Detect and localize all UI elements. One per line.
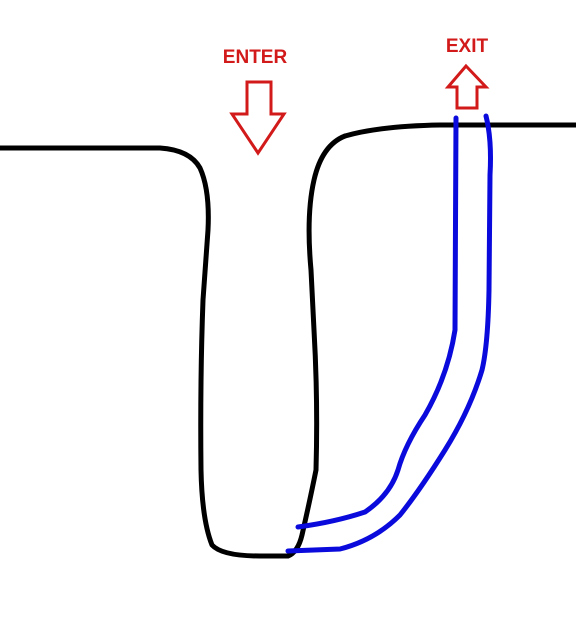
exit-label: EXIT	[446, 36, 489, 57]
enter-label: ENTER	[223, 47, 288, 68]
exit-path-outer	[285, 113, 493, 554]
exit-path-inner	[295, 115, 459, 530]
ground-right-outline	[342, 122, 576, 139]
arrow-up-icon	[444, 63, 490, 110]
arrow-down-icon	[229, 80, 287, 156]
ground-left-outline	[0, 133, 348, 559]
